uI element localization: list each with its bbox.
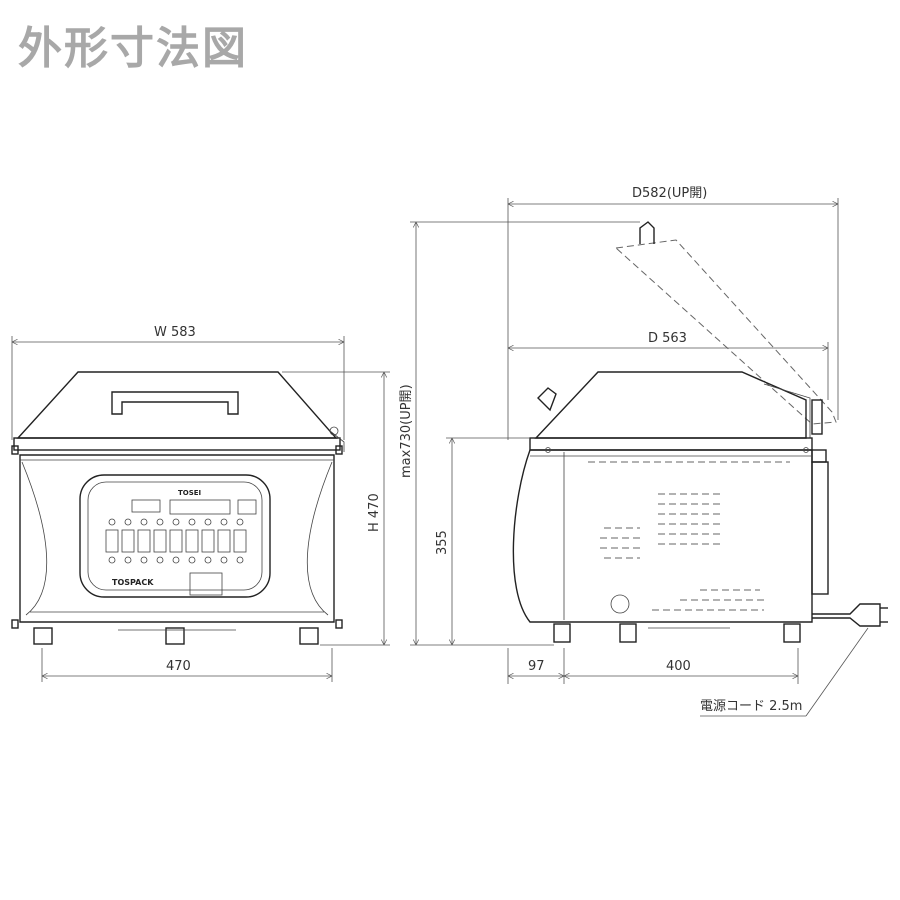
side-view: D582(UP開) D 563 max730(UP開) 355 97 400 電… [399,186,888,717]
control-keys [105,518,247,564]
height-label: H 470 [367,493,382,532]
depth-open-label: D582(UP開) [632,186,707,201]
body-height-label: 355 [435,530,450,555]
foot-span-label: 400 [666,659,691,674]
logo-label: TOSEI [178,489,201,497]
max-height-label: max730(UP開) [399,384,414,478]
vent-pattern [588,461,790,611]
width-label: W 583 [154,325,196,340]
depth-label: D 563 [648,331,687,346]
base-width-label: 470 [166,659,191,674]
offset-label: 97 [528,659,545,674]
brand-label: TOSPACK [112,578,154,587]
front-view: TOSEI TOSPACK W 583 H 470 470 [11,325,390,682]
page-title: 外形寸法図 [18,23,248,74]
cord-label: 電源コード 2.5m [700,699,802,714]
